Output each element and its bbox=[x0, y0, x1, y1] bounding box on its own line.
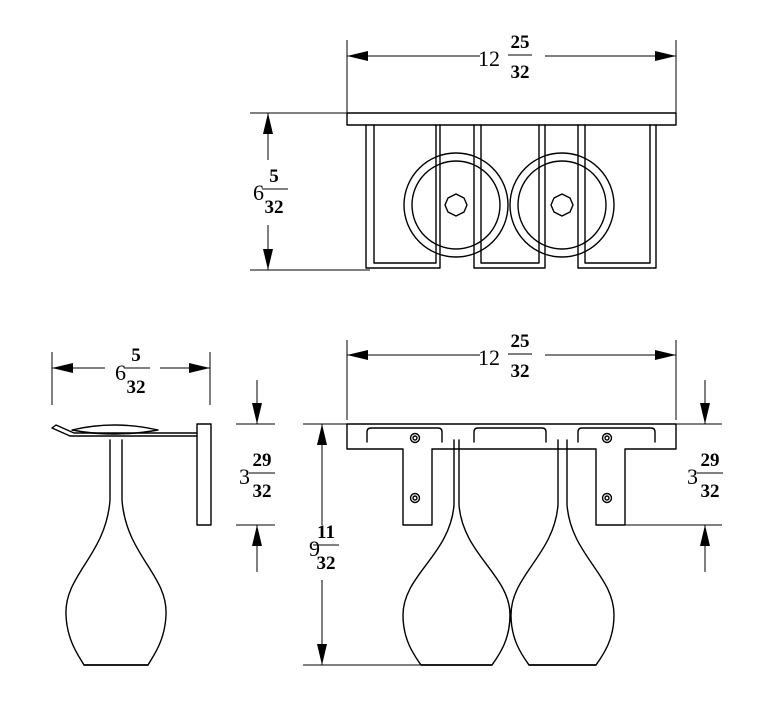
dim-whole: 12 bbox=[478, 46, 500, 71]
side-depth-dimension: 6 5 32 bbox=[115, 345, 150, 398]
screw bbox=[409, 432, 421, 444]
dim-whole: 3 bbox=[239, 464, 250, 489]
side-bracket-height-dimension: 3 29 32 bbox=[239, 450, 275, 502]
screw bbox=[601, 432, 613, 444]
wire-hook bbox=[577, 427, 656, 443]
glass-base bbox=[509, 152, 615, 258]
screw bbox=[601, 492, 613, 504]
dim-denominator: 32 bbox=[265, 197, 284, 218]
dim-numerator: 5 bbox=[269, 166, 279, 187]
dim-whole: 9 bbox=[309, 536, 320, 561]
glass-base-inner bbox=[411, 160, 501, 250]
dim-whole: 6 bbox=[253, 180, 264, 205]
dim-denominator: 32 bbox=[511, 361, 530, 382]
glass-stem bbox=[444, 193, 468, 217]
wire-loop bbox=[473, 124, 546, 269]
wire-loop bbox=[577, 124, 657, 269]
wire-hook bbox=[473, 427, 547, 443]
front-width-dimension: 12 25 32 bbox=[478, 331, 532, 382]
front-overall-height-dimension: 9 11 32 bbox=[309, 522, 339, 574]
wire-loop bbox=[365, 124, 441, 269]
mounting-plate bbox=[346, 112, 677, 126]
top-depth-dimension: 6 5 32 bbox=[253, 166, 288, 218]
front-view: 12 25 32 9 11 32 3 29 32 bbox=[303, 331, 723, 666]
dim-denominator: 32 bbox=[127, 377, 146, 398]
dim-whole: 3 bbox=[687, 464, 698, 489]
dim-denominator: 32 bbox=[253, 481, 272, 502]
top-view: 12 25 32 6 5 32 bbox=[250, 32, 677, 271]
glass-base-inner bbox=[517, 160, 607, 250]
wire-hook bbox=[366, 427, 443, 443]
top-width-dimension: 12 25 32 bbox=[478, 32, 532, 83]
glass-stem bbox=[550, 193, 574, 217]
glass-base bbox=[71, 424, 159, 435]
screw bbox=[409, 492, 421, 504]
dim-denominator: 32 bbox=[701, 481, 720, 502]
dim-numerator: 29 bbox=[701, 450, 720, 471]
dim-numerator: 5 bbox=[131, 345, 141, 366]
dim-numerator: 25 bbox=[511, 32, 530, 53]
front-bracket-height-dimension: 3 29 32 bbox=[687, 450, 723, 502]
side-view: 6 5 32 3 29 32 bbox=[51, 345, 275, 666]
dim-whole: 12 bbox=[478, 345, 500, 370]
wine-glass bbox=[65, 439, 167, 666]
glass-base bbox=[403, 152, 509, 258]
wall-plate bbox=[196, 423, 212, 526]
dim-denominator: 32 bbox=[511, 62, 530, 83]
dim-denominator: 32 bbox=[317, 553, 336, 574]
dim-numerator: 11 bbox=[317, 522, 335, 543]
dim-whole: 6 bbox=[115, 360, 126, 385]
dim-numerator: 29 bbox=[253, 450, 272, 471]
mounting-bracket bbox=[346, 423, 677, 526]
wine-glass bbox=[402, 439, 511, 666]
wine-glass bbox=[510, 439, 615, 666]
dim-numerator: 25 bbox=[511, 331, 530, 352]
